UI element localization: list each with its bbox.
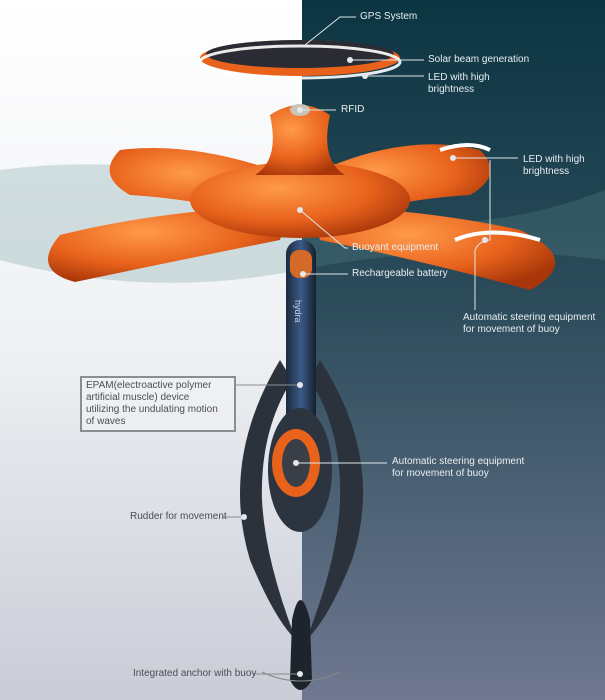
buoy-float — [48, 105, 556, 290]
label-steering-mid: Automatic steering equipment for movemen… — [392, 456, 525, 479]
label-solar-beam: Solar beam generation — [428, 54, 530, 65]
hydra-logo: hydra — [293, 300, 303, 323]
dark-background — [302, 0, 605, 700]
label-anchor: Integrated anchor with buoy — [133, 668, 257, 679]
label-steering-top: Automatic steering equipment for movemen… — [463, 312, 596, 335]
leader-lines — [296, 16, 518, 464]
light-background — [0, 0, 302, 700]
label-rechargeable-battery: Rechargeable battery — [352, 268, 448, 279]
label-rudder: Rudder for movement — [130, 511, 227, 522]
epam-pole — [286, 240, 316, 460]
label-rfid: RFID — [341, 104, 365, 115]
label-led-top: LED with high brightness — [428, 72, 490, 95]
label-buoyant-equipment: Buoyant equipment — [352, 242, 439, 253]
label-gps-system: GPS System — [360, 11, 418, 22]
label-epam-box: EPAM(electroactive polymer artificial mu… — [80, 376, 236, 432]
label-led-arm: LED with high brightness — [523, 154, 585, 177]
anchor — [290, 600, 312, 690]
battery — [290, 250, 312, 278]
marker-dots — [241, 57, 488, 677]
rudder — [240, 360, 364, 640]
